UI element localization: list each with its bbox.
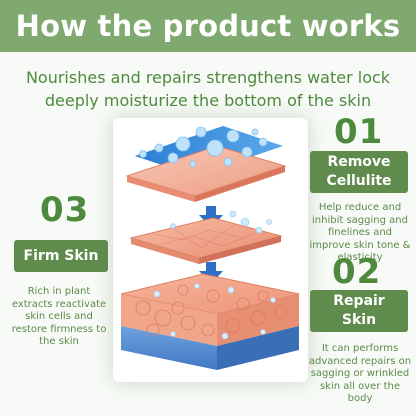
badge-label-line-2: Skin [341, 312, 377, 328]
blue-tissue-layer [121, 326, 217, 370]
badge-label-line-2: Cellulite [326, 173, 392, 189]
water-drop-icon [139, 126, 268, 168]
subtitle-line-1: Nourishes and repairs strengthens water … [25, 68, 391, 87]
header-banner: How the product works [0, 0, 416, 52]
badge-label-line-1: Remove [327, 154, 391, 170]
subtitle-line-2: deeply moisturize the bottom of the skin [44, 91, 372, 110]
skin-layers-illustration [113, 118, 308, 382]
step-number-01: 01 [334, 112, 384, 152]
badge-label-line-1: Repair [333, 293, 385, 309]
remove-cellulite-description: Help reduce and inhibit sagging and fine… [309, 202, 411, 263]
page-title: How the product works [15, 9, 401, 43]
repair-skin-description: It can performs advanced repairs on sagg… [308, 343, 412, 404]
firm-skin-badge: Firm Skin [14, 240, 108, 272]
firm-skin-description: Rich in plant extracts reactivate skin c… [11, 286, 107, 347]
skin-block-front [121, 294, 217, 346]
repair-skin-badge: Repair Skin [310, 290, 408, 332]
badge-label: Firm Skin [23, 247, 99, 264]
middle-skin-sheet [129, 217, 283, 259]
remove-cellulite-badge: Remove Cellulite [310, 151, 408, 193]
step-number-02: 02 [332, 252, 382, 292]
step-number-03: 03 [40, 190, 90, 230]
skin-layers-graphic [120, 126, 300, 370]
